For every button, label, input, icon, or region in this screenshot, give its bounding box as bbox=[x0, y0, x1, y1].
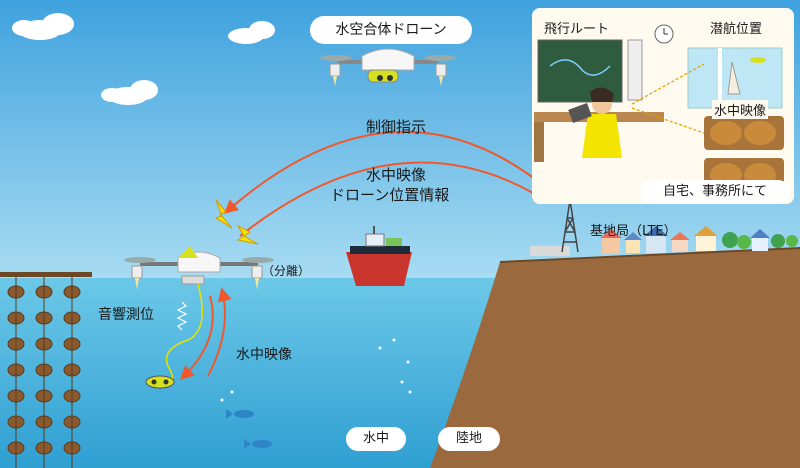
land-pill: 陸地 bbox=[438, 427, 500, 451]
acoustic-positioning-label: 音響測位 bbox=[98, 304, 154, 324]
base-station-label: 基地局（LTE） bbox=[590, 220, 677, 239]
separation-label: （分離） bbox=[262, 262, 310, 279]
control-label: 制御指示 bbox=[366, 116, 426, 137]
diagram-title: 水空合体ドローン bbox=[335, 22, 446, 38]
location-pill: 自宅、事務所にて bbox=[640, 180, 790, 204]
underwater-label: 水中 bbox=[363, 431, 389, 446]
land-label: 陸地 bbox=[456, 431, 482, 446]
remote-operation-panel: 飛行ルート 潜航位置 水中映像 bbox=[532, 8, 794, 204]
underwater-pill: 水中 bbox=[346, 427, 406, 451]
location-label: 自宅、事務所にて bbox=[663, 184, 767, 199]
drone-position-label: ドローン位置情報 bbox=[330, 184, 449, 205]
underwater-video-label: 水中映像 bbox=[236, 344, 292, 364]
title-pill: 水空合体ドローン bbox=[310, 16, 472, 44]
video-label: 水中映像 bbox=[366, 164, 426, 185]
panel-video-label: 水中映像 bbox=[712, 100, 768, 119]
dive-position-label: 潜航位置 bbox=[710, 18, 762, 37]
underwater-drone bbox=[146, 376, 174, 388]
flight-route-label: 飛行ルート bbox=[544, 18, 609, 37]
